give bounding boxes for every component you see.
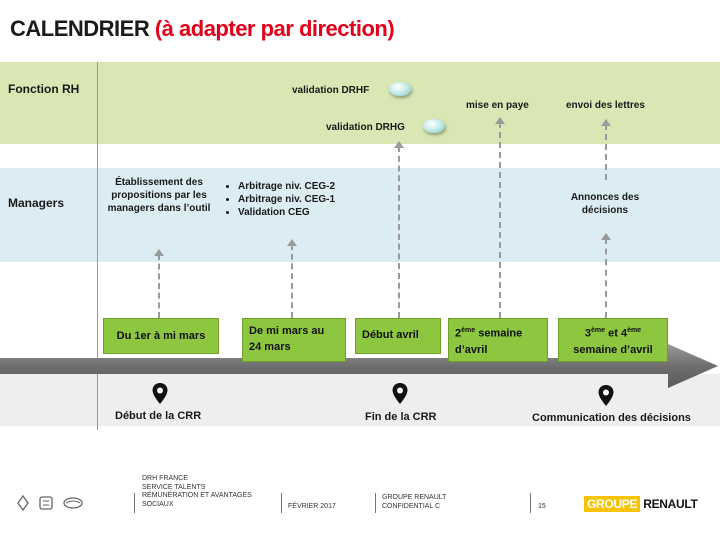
- milestones-band: [0, 374, 720, 426]
- row-label-managers: Managers: [8, 196, 65, 210]
- footer-divider: [281, 493, 282, 513]
- validation-drhf-marker: [389, 82, 411, 96]
- footer-date: FÉVRIER 2017: [288, 503, 336, 510]
- page-title: CALENDRIER (à adapter par direction): [10, 16, 395, 42]
- box5-sup1: ème: [591, 327, 606, 334]
- validation-drhg-marker: [423, 119, 445, 133]
- footer-divider: [375, 493, 376, 513]
- connector-3: [398, 146, 400, 318]
- arbitrage-list: Arbitrage niv. CEG-2Arbitrage niv. CEG-1…: [222, 180, 372, 219]
- box4-number: 2: [455, 327, 462, 340]
- footer-org-line: SERVICE TALENTS: [142, 483, 206, 491]
- arrowhead-4: [495, 117, 505, 124]
- logo-renault: RENAULT: [643, 497, 698, 511]
- box4-text1: semaine: [475, 327, 523, 340]
- row-label-divider: [97, 62, 98, 430]
- footer-company: GROUPE RENAULT CONFIDENTIAL C: [382, 494, 446, 511]
- timeline-arrow: [0, 344, 718, 388]
- footer-org: DRH FRANCE SERVICE TALENTS RÉMUNÉRATION …: [142, 475, 252, 509]
- connector-2: [291, 244, 293, 318]
- box4-text2: d’avril: [455, 343, 488, 356]
- managers-band: [0, 168, 720, 262]
- row-label-rh: Fonction RH: [8, 82, 80, 96]
- page-number: 15: [538, 503, 546, 510]
- annonces-note: Annonces des décisions: [570, 192, 640, 216]
- arbitrage-item: Validation CEG: [238, 206, 372, 219]
- box5-number1: 3: [584, 327, 592, 340]
- logo-groupe: GROUPE: [584, 496, 641, 512]
- footer-divider: [134, 493, 135, 513]
- box4-sup: ème: [461, 327, 476, 334]
- title-accent: (à adapter par direction): [154, 16, 395, 41]
- rh-band: [0, 62, 720, 144]
- box5-text: semaine d’avril: [573, 343, 653, 356]
- etablissement-note: Établissement des propositions par les m…: [107, 177, 211, 214]
- period-box-5: 3ème et 4ème semaine d’avril: [558, 318, 668, 362]
- box5-sup2: ème: [627, 327, 642, 334]
- milestone-communication: Communication des décisions: [532, 412, 691, 424]
- period-box-3: Début avril: [355, 318, 441, 354]
- connector-5-lower: [605, 238, 607, 318]
- arrowhead-2: [287, 239, 297, 246]
- location-pin-icon: [152, 383, 168, 404]
- milestone-fin-crr: Fin de la CRR: [365, 411, 437, 423]
- arrowhead-5-lower: [601, 233, 611, 240]
- footer-org-line: SOCIAUX: [142, 500, 174, 508]
- arrowhead-3: [394, 141, 404, 148]
- connector-1: [158, 254, 160, 318]
- title-main: CALENDRIER: [10, 16, 155, 41]
- brand-logos-icon: [17, 494, 83, 512]
- footer-org-line: RÉMUNÉRATION ET AVANTAGES: [142, 492, 252, 499]
- location-pin-icon: [598, 385, 614, 406]
- footer-company-line: GROUPE RENAULT: [382, 494, 447, 501]
- period-box-2: De mi mars au 24 mars: [242, 318, 346, 362]
- connector-4: [499, 122, 501, 318]
- envoi-lettres-label: envoi des lettres: [566, 100, 645, 111]
- arbitrage-item: Arbitrage niv. CEG-1: [238, 193, 372, 206]
- footer-divider: [530, 493, 531, 513]
- connector-5-upper: [605, 124, 607, 180]
- arbitrage-item: Arbitrage niv. CEG-2: [238, 180, 372, 193]
- mise-en-paye-label: mise en paye: [466, 100, 529, 111]
- period-box-4: 2ème semaine d’avril: [448, 318, 548, 362]
- arrowhead-5-upper: [601, 119, 611, 126]
- footer-company-line: CONFIDENTIAL C: [382, 502, 441, 510]
- arrowhead-1: [154, 249, 164, 256]
- validation-drhg-label: validation DRHG: [326, 122, 405, 133]
- milestone-debut-crr: Début de la CRR: [115, 410, 202, 422]
- validation-drhf-label: validation DRHF: [292, 85, 370, 96]
- period-box-1: Du 1er à mi mars: [103, 318, 219, 354]
- footer-org-line: DRH FRANCE: [142, 475, 188, 482]
- location-pin-icon: [392, 383, 408, 404]
- box5-mid: et 4: [605, 327, 628, 340]
